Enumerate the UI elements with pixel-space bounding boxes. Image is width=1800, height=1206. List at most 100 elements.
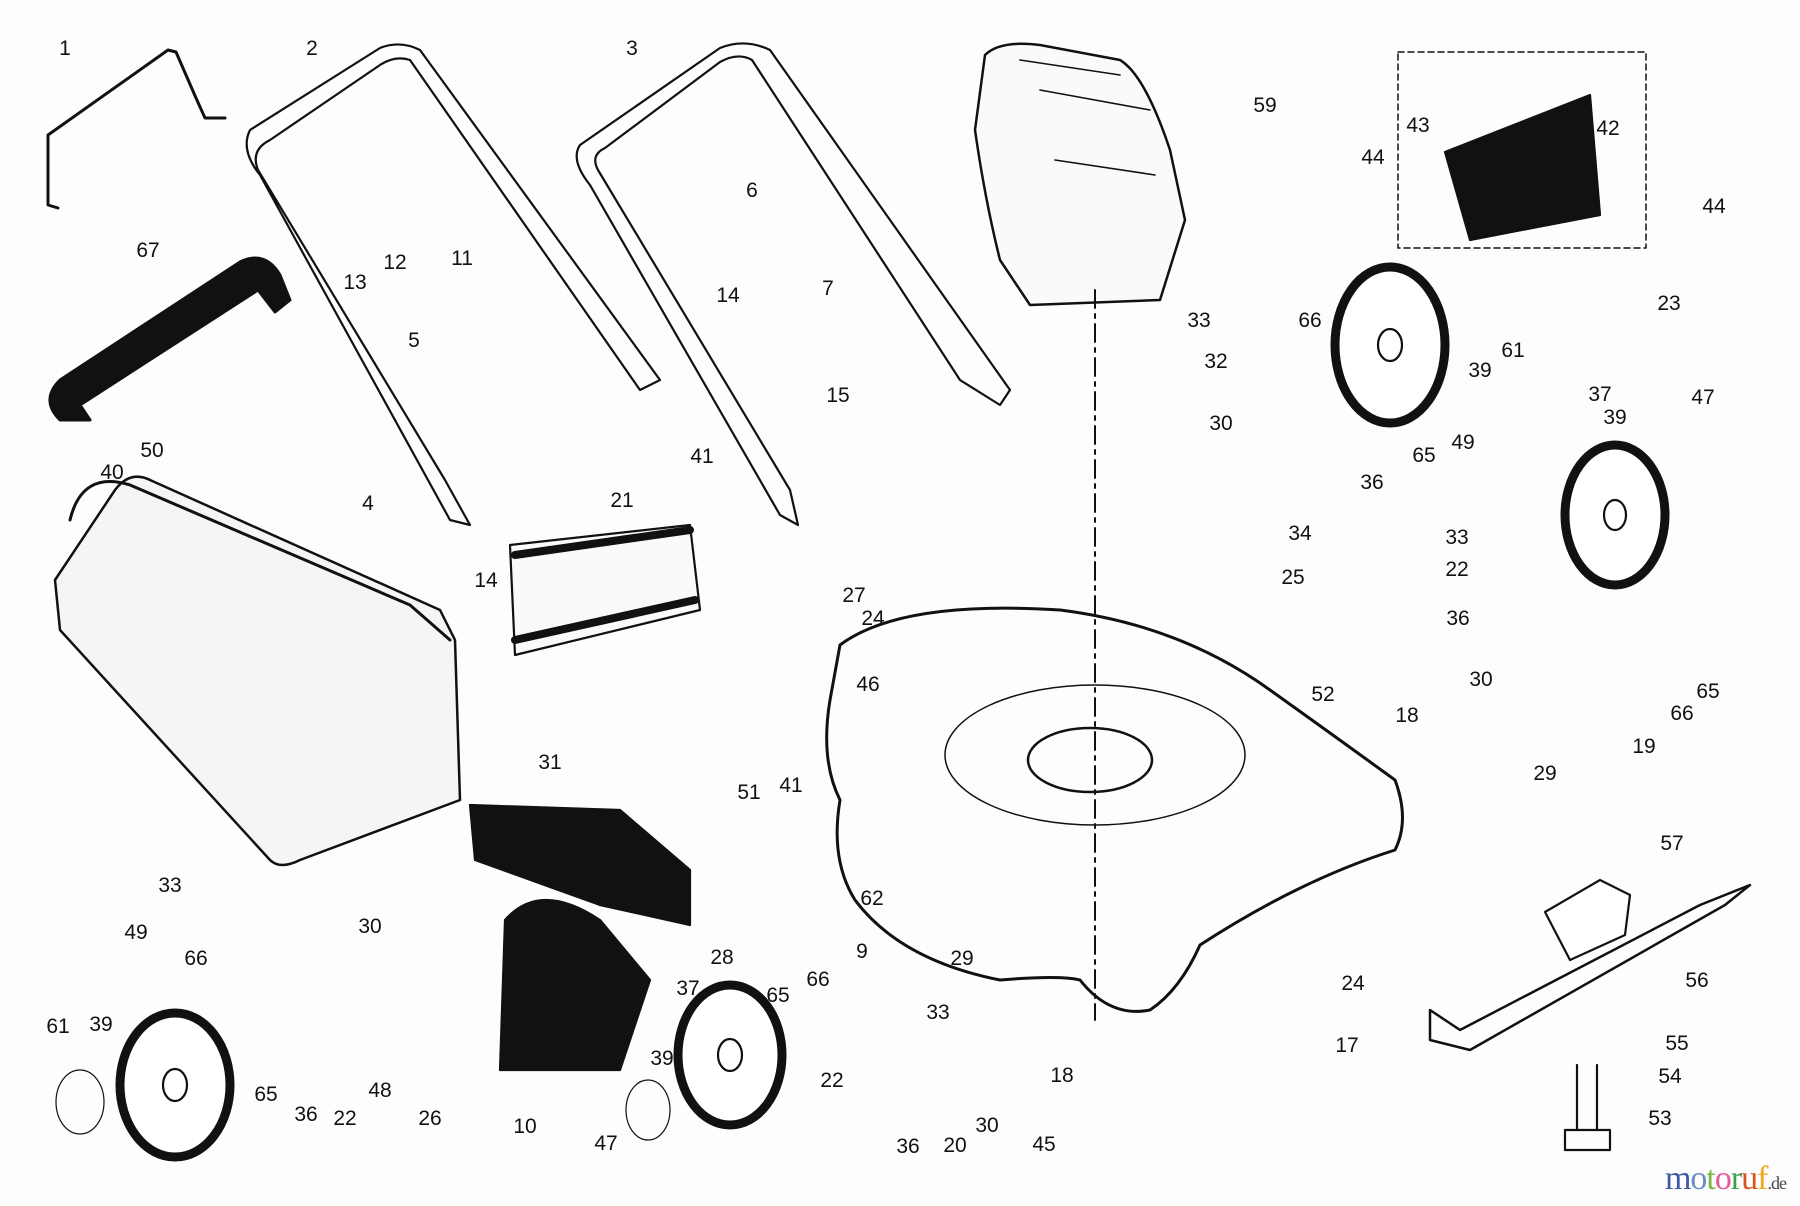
upper-handle	[245, 43, 662, 527]
watermark-letter: t	[1706, 1160, 1716, 1197]
callout-upper-handle: 2	[306, 37, 318, 60]
callout-bracket: 13	[343, 271, 366, 294]
callout-nut: 39	[89, 1013, 112, 1036]
callout-bolt: 41	[690, 445, 713, 468]
callout-bushing: 30	[358, 915, 381, 938]
rear-door	[508, 523, 702, 657]
callout-rod: 51	[737, 781, 760, 804]
callout-height-adjust-plate: 29	[1533, 762, 1556, 785]
callout-nut: 24	[1341, 972, 1365, 995]
callout-bracket: 48	[368, 1079, 391, 1102]
callout-front-wheel: 49	[124, 921, 147, 944]
blade	[1428, 883, 1752, 1052]
watermark-letter: u	[1741, 1160, 1758, 1197]
watermark-letter: o	[1714, 1160, 1732, 1197]
callout-nut: 62	[860, 887, 883, 910]
callout-deck: 52	[1311, 683, 1334, 706]
callout-rear-door-hinge: 21	[610, 489, 633, 512]
callout-cable-tie: 7	[822, 277, 834, 300]
callout-cable-guide: 11	[451, 247, 473, 270]
callout-blade-bolt: 53	[1648, 1107, 1671, 1130]
front-wheel-middle	[673, 980, 787, 1130]
callout-bolt: 27	[842, 584, 865, 607]
front-wheel-left	[115, 1008, 235, 1162]
watermark-letter: m	[1664, 1160, 1691, 1197]
callout-shoulder-bolt: 36	[294, 1103, 317, 1126]
callout-height-lever: 22	[820, 1069, 843, 1092]
callout-height-adjust-knob: 33	[926, 1001, 949, 1024]
callout-bushing: 30	[1209, 412, 1232, 435]
callout-shoulder-bolt: 36	[896, 1135, 919, 1158]
callout-screw: 12	[383, 251, 406, 274]
callout-height-adjust-plate: 29	[950, 947, 973, 970]
callout-nut: 39	[1468, 359, 1491, 382]
callout-bolt: 44	[1702, 195, 1726, 218]
callout-baffle: 17	[1335, 1034, 1358, 1057]
callout-rear-flap-assembly: 23	[1657, 292, 1680, 315]
side-discharge-deflector	[468, 803, 692, 927]
callout-shoulder-bolt: 36	[1446, 607, 1469, 630]
lower-handle	[575, 42, 1012, 527]
callout-side-discharge-deflector: 31	[538, 751, 561, 774]
watermark-tld: .de	[1767, 1173, 1787, 1193]
callout-o-ring: 66	[184, 947, 207, 970]
callout-rear-wheel: 37	[1588, 383, 1611, 406]
callout-bracket: 20	[943, 1134, 966, 1157]
watermark-letter: r	[1730, 1160, 1742, 1197]
callout-bolt: 18	[1395, 704, 1418, 727]
callout-lower-handle: 3	[626, 37, 638, 60]
watermark-letter: o	[1690, 1160, 1707, 1197]
rear-wheel-upper	[1330, 262, 1450, 428]
callout-height-adjust-knob: 33	[158, 874, 181, 897]
blade-bolt	[1563, 1063, 1612, 1152]
callout-lock-washer: 54	[1658, 1065, 1682, 1088]
callout-front-wheel: 49	[1451, 431, 1474, 454]
callout-height-adjust-plate: 26	[418, 1107, 441, 1130]
callout-bolt: 18	[1050, 1064, 1073, 1087]
rear-flap	[1443, 93, 1602, 242]
rear-wheel-right	[1560, 440, 1670, 590]
callout-handle-bolt: 4	[362, 492, 374, 515]
callout-spring: 43	[1406, 114, 1429, 137]
callout-bolt: 45	[1032, 1133, 1055, 1156]
callout-washer: 55	[1665, 1032, 1688, 1055]
callout-shoulder-bolt: 36	[1360, 471, 1383, 494]
rear-discharge-cover	[498, 899, 652, 1072]
callout-o-ring: 66	[806, 968, 829, 991]
callout-throttle-bail: 1	[59, 37, 71, 60]
callout-bolt: 41	[779, 774, 802, 797]
callout-rear-discharge-cover: 10	[513, 1115, 536, 1138]
callout-handle-knob: 14	[474, 569, 498, 592]
callout-hub-cap: 47	[594, 1132, 617, 1155]
callout-o-ring: 66	[1670, 702, 1693, 725]
callout-hub-cap: 61	[46, 1015, 69, 1038]
callout-bushing: 30	[975, 1114, 998, 1137]
handle-grip	[48, 256, 292, 422]
callout-height-lever: 22	[1445, 558, 1468, 581]
callout-handle-grip: 67	[136, 239, 159, 262]
callout-grass-bag-cover: 50	[140, 439, 163, 462]
callout-nut: 24	[861, 607, 885, 630]
engine	[973, 42, 1187, 307]
callout-grass-bag-frame: 40	[100, 461, 123, 484]
callout-bracket: 9	[856, 940, 868, 963]
callout-hub-cap: 61	[1501, 339, 1524, 362]
callout-height-adjust-plate: 25	[1281, 566, 1304, 589]
callout-bolt: 44	[1361, 146, 1385, 169]
callout-plate: 46	[856, 673, 879, 696]
deck	[825, 606, 1404, 1013]
callout-hair-pin: 15	[826, 384, 849, 407]
callout-bolt: 6	[746, 179, 758, 202]
callout-washer: 65	[766, 984, 789, 1007]
callout-height-lever: 32	[1204, 350, 1227, 373]
callout-washer: 65	[1696, 680, 1719, 703]
grass-bag	[53, 475, 462, 867]
callout-nut: 39	[1603, 406, 1626, 429]
callout-spacer: 5	[408, 329, 420, 352]
callout-washer: 65	[1412, 444, 1435, 467]
callout-engine: 59	[1253, 94, 1276, 117]
callout-blade: 56	[1685, 969, 1708, 992]
callout-bracket: 19	[1632, 735, 1655, 758]
callout-hub-cap: 47	[1691, 386, 1714, 409]
